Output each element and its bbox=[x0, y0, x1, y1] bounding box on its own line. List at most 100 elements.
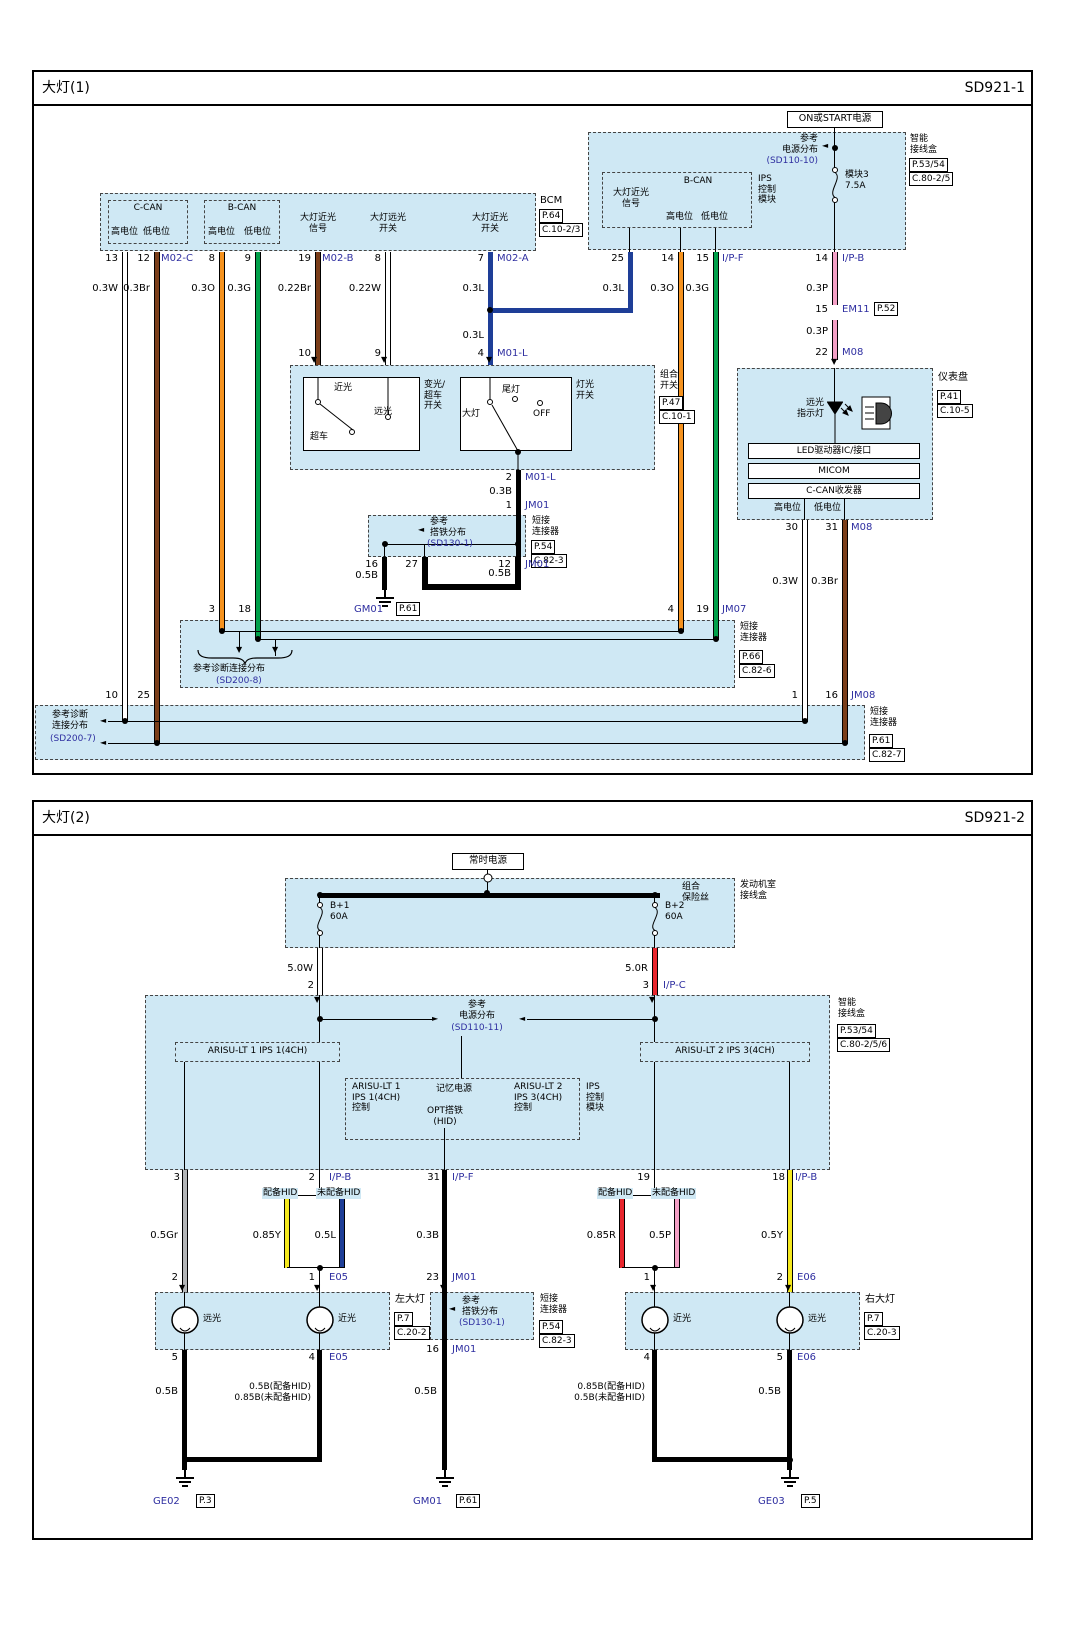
connector-name: M02-C bbox=[161, 253, 193, 264]
lamp1-in bbox=[184, 1292, 185, 1307]
sd130-box-p1 bbox=[368, 515, 526, 557]
bcm-lowbeam-switch: 大灯近光 开关 bbox=[471, 213, 508, 234]
power-source-box-p2 bbox=[452, 853, 524, 870]
junction-dot bbox=[652, 1016, 658, 1022]
junction-dot bbox=[317, 1265, 323, 1271]
cluster-name: 仪表盘 bbox=[938, 372, 968, 383]
bcan-sub-box bbox=[204, 200, 280, 244]
sd130-conn-ref: C.82-3 bbox=[539, 1334, 575, 1348]
ground-dist-ref: 参考 搭铁分布 bbox=[462, 1296, 499, 1317]
wire-label: 0.5P bbox=[649, 1230, 671, 1241]
junction-dot bbox=[317, 1016, 323, 1022]
arrow-left-icon: ◄ bbox=[449, 1304, 456, 1313]
engine-room-junction-box bbox=[285, 878, 735, 948]
cluster-ccan-out2 bbox=[844, 499, 845, 520]
arrow-left-icon: ◄ bbox=[822, 141, 829, 150]
left-headlamp-page-ref: P.7 bbox=[394, 1312, 413, 1326]
sjb-name: 智能 接线盒 bbox=[910, 134, 938, 155]
wire-bcan-high bbox=[219, 252, 225, 632]
pin-number: 22 bbox=[815, 347, 828, 358]
pin-number: 3 bbox=[173, 1172, 180, 1183]
split-left-bot bbox=[287, 1267, 345, 1268]
jumper-right-leg bbox=[515, 557, 521, 590]
short-connector-name: 短接 连接器 bbox=[740, 622, 768, 643]
connector-name: JM01 bbox=[525, 500, 550, 511]
connector-name: I/P-B bbox=[795, 1172, 818, 1183]
junction-dot bbox=[713, 636, 719, 642]
lamp4-in bbox=[789, 1292, 790, 1307]
pin-number: 12 bbox=[498, 559, 511, 570]
beam-label-low: 近光 bbox=[673, 1314, 692, 1324]
connector-name: JM01 bbox=[452, 1272, 477, 1283]
wire-ge02-branch bbox=[317, 1350, 322, 1462]
wire-label: 0.5B bbox=[355, 570, 378, 581]
connector-name: I/P-F bbox=[722, 253, 744, 264]
pin-number: 1 bbox=[505, 500, 512, 511]
ground-name: GE02 bbox=[153, 1496, 180, 1507]
pin-number: 10 bbox=[105, 690, 118, 701]
pin-number: 2 bbox=[171, 1272, 178, 1283]
wire-label: 0.22W bbox=[348, 283, 381, 294]
connector-name: E05 bbox=[329, 1352, 349, 1363]
bcm-ccan-low: 低电位 bbox=[143, 227, 171, 237]
split-right-in bbox=[654, 1170, 655, 1196]
wire-label: 0.5Y bbox=[760, 1230, 783, 1241]
wire-label: 0.22Br bbox=[277, 283, 311, 294]
bus-drop bbox=[487, 882, 488, 893]
diag-bus1 bbox=[108, 721, 805, 722]
junction-dot bbox=[487, 307, 493, 313]
lamp3-in bbox=[654, 1292, 655, 1307]
arrow-down-icon: ▼ bbox=[486, 355, 493, 364]
pin-number: 19 bbox=[637, 1172, 650, 1183]
diag-bus2 bbox=[108, 743, 845, 744]
pin-number: 3 bbox=[642, 980, 649, 991]
arisu2-control-label: ARISU-LT 2 IPS 3(4CH) 控制 bbox=[514, 1082, 563, 1113]
arisu1-out1 bbox=[184, 1062, 185, 1170]
pin-number: 19 bbox=[298, 253, 311, 264]
pin-number: 4 bbox=[477, 348, 484, 359]
pin-number: 8 bbox=[208, 253, 215, 264]
junction-dot bbox=[678, 628, 684, 634]
fuse-icon bbox=[652, 902, 658, 936]
arrow-down-icon: ▼ bbox=[272, 645, 279, 654]
switch-pos-low: 近光 bbox=[334, 383, 353, 393]
lamp3-out bbox=[654, 1333, 655, 1350]
bcm-bcan-header: B-CAN bbox=[227, 203, 257, 213]
pin-number: 10 bbox=[298, 348, 311, 359]
bcm-lowbeam-signal: 大灯近光 信号 bbox=[299, 213, 336, 234]
diag-conn-dist-label: 参考诊断 连接分布 bbox=[52, 710, 89, 731]
connector-name: E06 bbox=[797, 1352, 817, 1363]
wire-label: 0.3P bbox=[806, 326, 828, 337]
sjb2-drop2 bbox=[654, 1020, 655, 1042]
wire-label: 0.3G bbox=[685, 283, 709, 294]
ips-control-box bbox=[345, 1078, 580, 1140]
jm07-bus2 bbox=[258, 639, 716, 640]
arrow-left-icon: ◄ bbox=[519, 1014, 526, 1023]
junction-dot bbox=[122, 718, 128, 724]
bcm-box bbox=[100, 193, 536, 251]
panel1-title: 大灯(1) bbox=[42, 80, 90, 96]
power-source-box-p1 bbox=[787, 111, 883, 128]
short-connector-name: 短接 连接器 bbox=[870, 707, 898, 728]
connector-name: I/P-B bbox=[329, 1172, 352, 1183]
pin-number: 8 bbox=[374, 253, 381, 264]
power-dist-ref: 参考 电源分布 bbox=[781, 134, 818, 155]
bcm-bcan-low: 低电位 bbox=[244, 227, 272, 237]
sjb2-in1 bbox=[319, 995, 320, 1020]
bcm-page-ref: P.64 bbox=[539, 209, 564, 223]
connector-name: JM01 bbox=[525, 559, 550, 570]
pin-number: 19 bbox=[696, 604, 709, 615]
ground-icon bbox=[781, 1470, 799, 1487]
connector-name: I/P-F bbox=[452, 1172, 474, 1183]
bcm-ccan-high: 高电位 bbox=[111, 227, 139, 237]
junction-dot bbox=[802, 718, 808, 724]
arrow-down-icon: ▼ bbox=[236, 645, 243, 654]
sjb-can-high: 高电位 bbox=[666, 212, 694, 222]
high-beam-indicator-icon bbox=[861, 396, 892, 430]
wire-label: 0.3L bbox=[602, 283, 624, 294]
ips-module-label: IPS 控制 模块 bbox=[586, 1082, 605, 1113]
split-left-in bbox=[319, 1170, 320, 1196]
pin-number: 13 bbox=[105, 253, 118, 264]
combo-page-ref: P.47 bbox=[659, 396, 684, 410]
connector-name: I/P-B bbox=[842, 253, 865, 264]
